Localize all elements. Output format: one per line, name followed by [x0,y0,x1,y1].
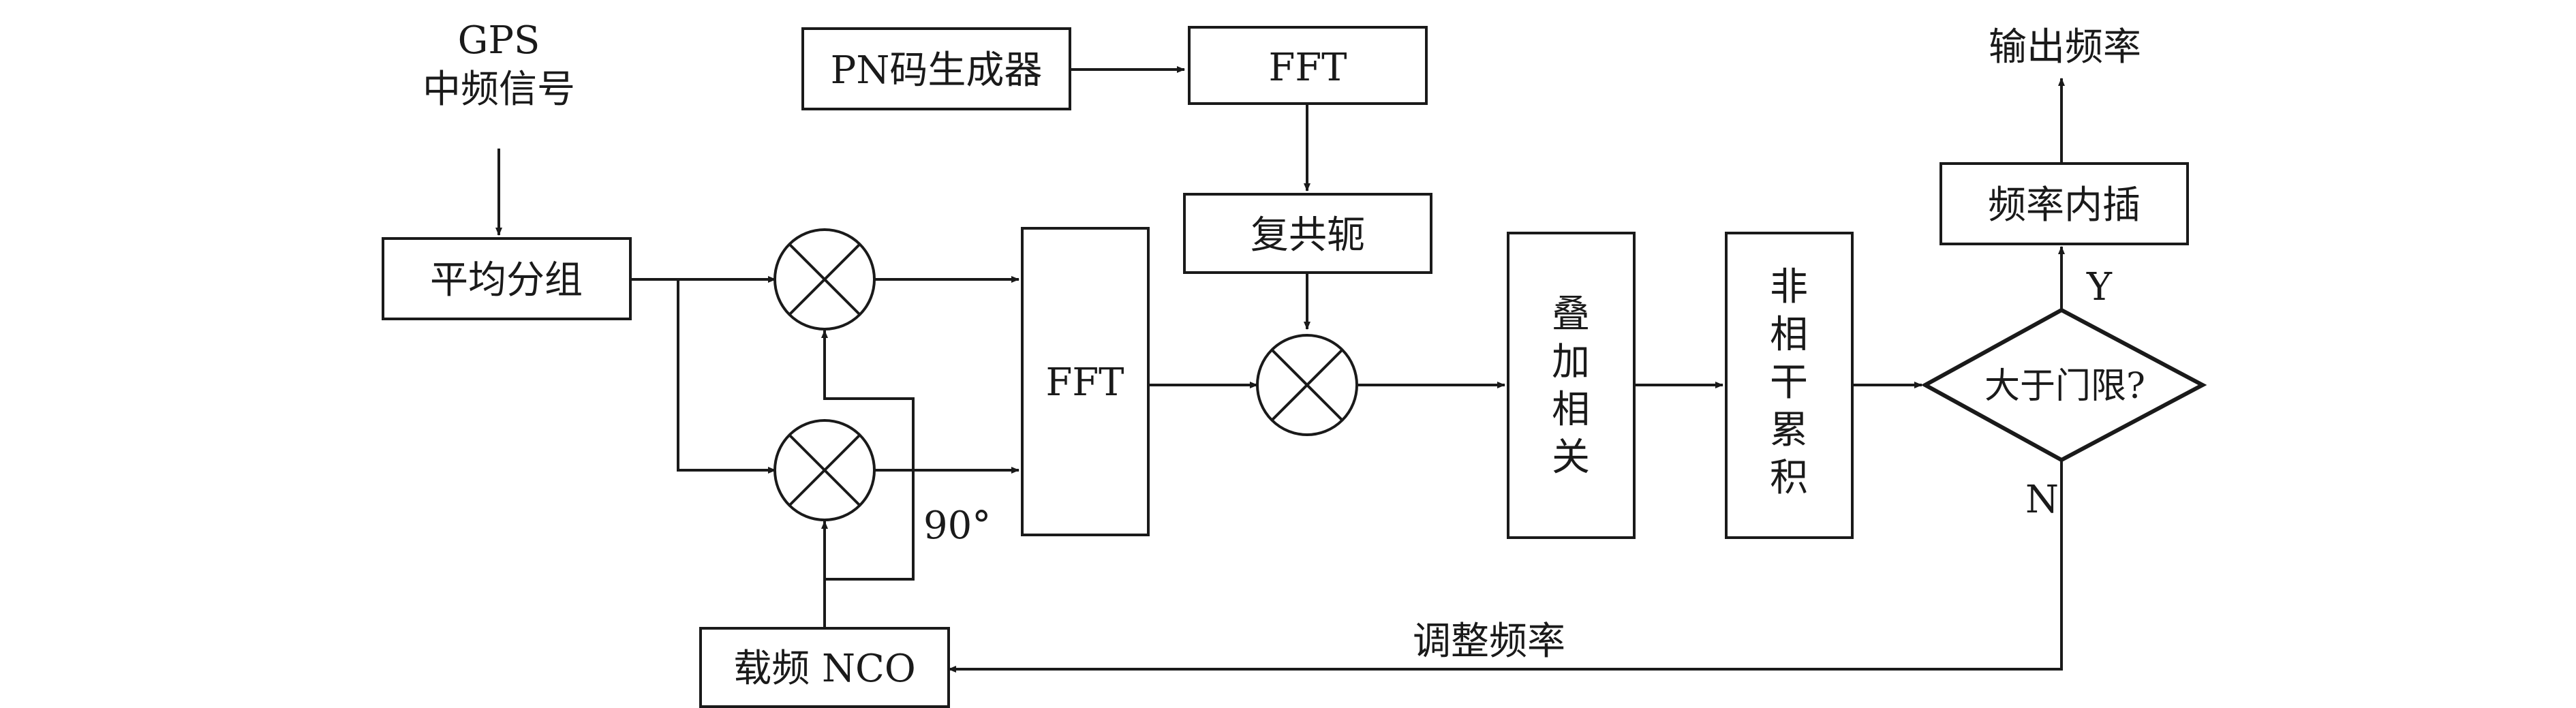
accumulate-char-4: 关 [1552,435,1590,480]
noncoherent-block: 非 相 干 累 积 [1725,232,1854,539]
feedback-label: 调整频率 [1413,619,1565,664]
accumulate-block: 叠 加 相 关 [1507,232,1636,539]
arrow-decision-no-feedback [948,460,2063,673]
output-label: 输出频率 [1989,25,2141,70]
threshold-decision: 大于门限? [1920,307,2207,463]
conjugate-block: 复共轭 [1183,193,1432,274]
noncoherent-char-3: 干 [1770,360,1808,405]
mixer-i [773,228,876,330]
interpolation-label: 频率内插 [1988,183,2141,228]
noncoherent-char-5: 积 [1770,456,1808,500]
conjugate-label: 复共轭 [1251,213,1365,258]
mixer-q [773,419,876,521]
carrier-nco-label: 载频 NCO [733,647,916,691]
fft-signal-block: FFT [1021,227,1150,536]
threshold-decision-label: 大于门限? [1984,366,2145,407]
noncoherent-char-4: 累 [1770,408,1808,452]
mixer-correlation [1256,334,1358,436]
fft-code-label: FFT [1268,46,1347,90]
accumulate-char-3: 相 [1552,388,1590,432]
noncoherent-char-2: 相 [1770,313,1808,357]
fft-code-block: FFT [1188,26,1428,105]
connector-lines [495,66,2065,673]
input-label-gps: GPS [458,18,540,63]
interpolation-block: 频率内插 [1939,162,2189,245]
pn-generator-label: PN码生成器 [831,48,1043,93]
decision-yes-label: Y [2086,265,2113,309]
pn-generator-block: PN码生成器 [801,27,1071,110]
noncoherent-char-1: 非 [1770,265,1808,309]
decision-no-label: N [2025,478,2059,522]
accumulate-char-2: 加 [1552,340,1590,384]
carrier-nco-block: 载频 NCO [699,627,950,708]
fft-signal-label: FFT [1045,360,1124,405]
accumulate-char-1: 叠 [1552,292,1590,337]
phase-shift-label: 90° [923,504,991,548]
arrow-phase-shift-to-mixer-i [821,330,915,581]
input-label-if-signal: 中频信号 [423,67,575,112]
averaging-label: 平均分组 [430,258,583,303]
arrow-averaging-to-mixer-q [677,279,776,474]
averaging-block: 平均分组 [382,237,632,320]
